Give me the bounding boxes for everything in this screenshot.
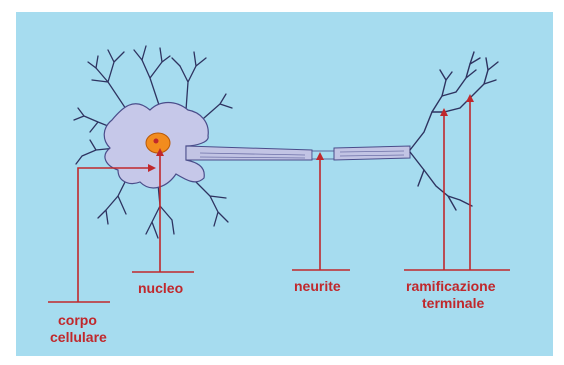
nucleus xyxy=(146,133,170,153)
label-ramificazione-line1: ramificazione xyxy=(406,278,496,294)
label-ramificazione-line2: terminale xyxy=(422,295,484,311)
label-nucleo: nucleo xyxy=(138,280,183,296)
label-neurite: neurite xyxy=(294,278,341,294)
label-corpo-line2: cellulare xyxy=(50,329,107,345)
label-corpo-line1: corpo xyxy=(58,312,97,328)
nucleolus xyxy=(154,139,159,144)
